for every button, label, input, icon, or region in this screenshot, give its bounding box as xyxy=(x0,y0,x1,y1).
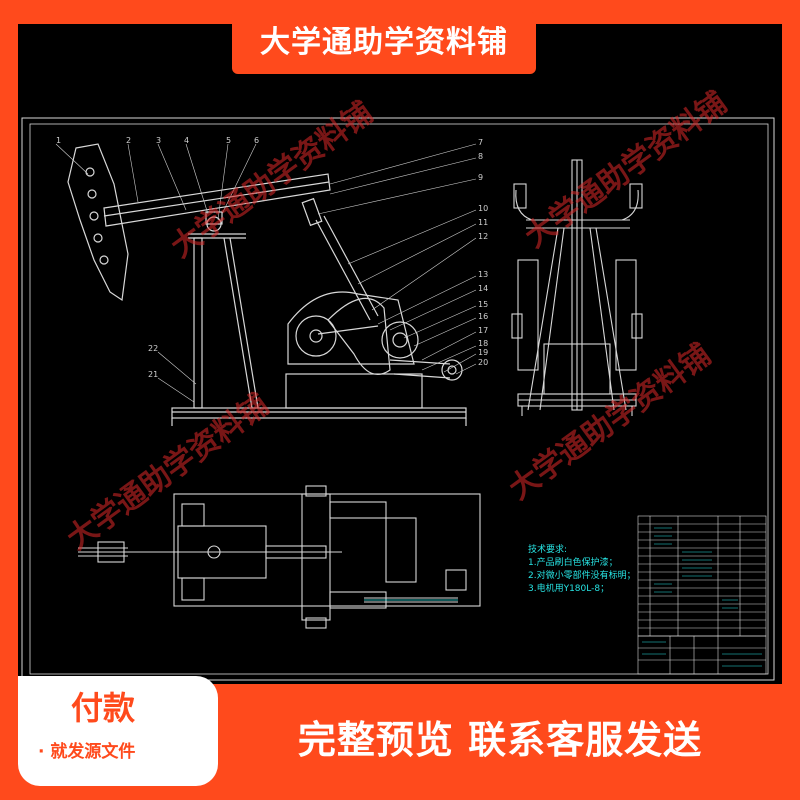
part-number: 7 xyxy=(478,138,483,147)
motor xyxy=(441,359,463,381)
horse-head xyxy=(67,143,129,302)
tech-item: 1.产品刷白色保护漆； xyxy=(528,558,618,568)
technical-requirements: 技术要求: 1.产品刷白色保护漆； 2.对微小零部件没有标明； 3.电机用Y18… xyxy=(528,544,636,596)
part-number: 15 xyxy=(478,300,488,309)
payment-box[interactable] xyxy=(18,676,218,786)
tech-heading: 技术要求: xyxy=(528,545,568,555)
part-number: 8 xyxy=(478,152,483,161)
contact-service-text: 完整预览 联系客服发送 xyxy=(297,718,703,762)
part-number: 5 xyxy=(226,136,231,145)
shop-title: 大学通助学资料铺 xyxy=(260,25,508,60)
part-number: 17 xyxy=(478,326,488,335)
part-number: 14 xyxy=(478,284,488,293)
part-number-labels: 1 2 3 4 5 6 7 8 9 10 11 12 13 14 15 16 1… xyxy=(56,136,488,379)
part-number: 6 xyxy=(254,136,259,145)
motor-plan xyxy=(385,517,417,583)
crank xyxy=(327,297,391,375)
part-number: 2 xyxy=(126,136,131,145)
gearbox xyxy=(287,291,415,365)
part-number: 9 xyxy=(478,173,483,182)
part-number: 3 xyxy=(156,136,161,145)
part-number: 12 xyxy=(478,232,488,241)
part-number: 18 xyxy=(478,339,488,348)
payment-subtitle: · 就发源文件 xyxy=(38,742,136,762)
part-number: 22 xyxy=(148,344,158,353)
inner-border xyxy=(29,123,769,675)
payment-title: 付款 xyxy=(70,689,135,727)
part-number: 20 xyxy=(478,358,488,367)
walking-beam xyxy=(103,173,331,227)
front-view xyxy=(67,143,467,426)
leader-lines xyxy=(55,143,477,403)
part-number: 11 xyxy=(478,218,488,227)
part-number: 4 xyxy=(184,136,189,145)
tech-item: 2.对微小零部件没有标明； xyxy=(528,571,636,581)
top-banner xyxy=(232,12,536,74)
cad-drawing-canvas: 1 2 3 4 5 6 7 8 9 10 11 12 13 14 15 16 1… xyxy=(18,24,782,684)
base-frame xyxy=(171,407,467,419)
plan-view xyxy=(78,485,481,629)
part-number: 21 xyxy=(148,370,158,379)
tech-item: 3.电机用Y180L-8； xyxy=(528,584,610,594)
part-number: 16 xyxy=(478,312,488,321)
part-number: 10 xyxy=(478,204,488,213)
part-number: 19 xyxy=(478,348,488,357)
part-number: 1 xyxy=(56,136,61,145)
cad-drawing: 1 2 3 4 5 6 7 8 9 10 11 12 13 14 15 16 1… xyxy=(21,117,775,681)
part-number: 13 xyxy=(478,270,488,279)
title-block xyxy=(637,515,767,675)
title-block-text-marks xyxy=(642,527,762,667)
side-view xyxy=(511,159,643,416)
outer-border xyxy=(21,117,775,681)
